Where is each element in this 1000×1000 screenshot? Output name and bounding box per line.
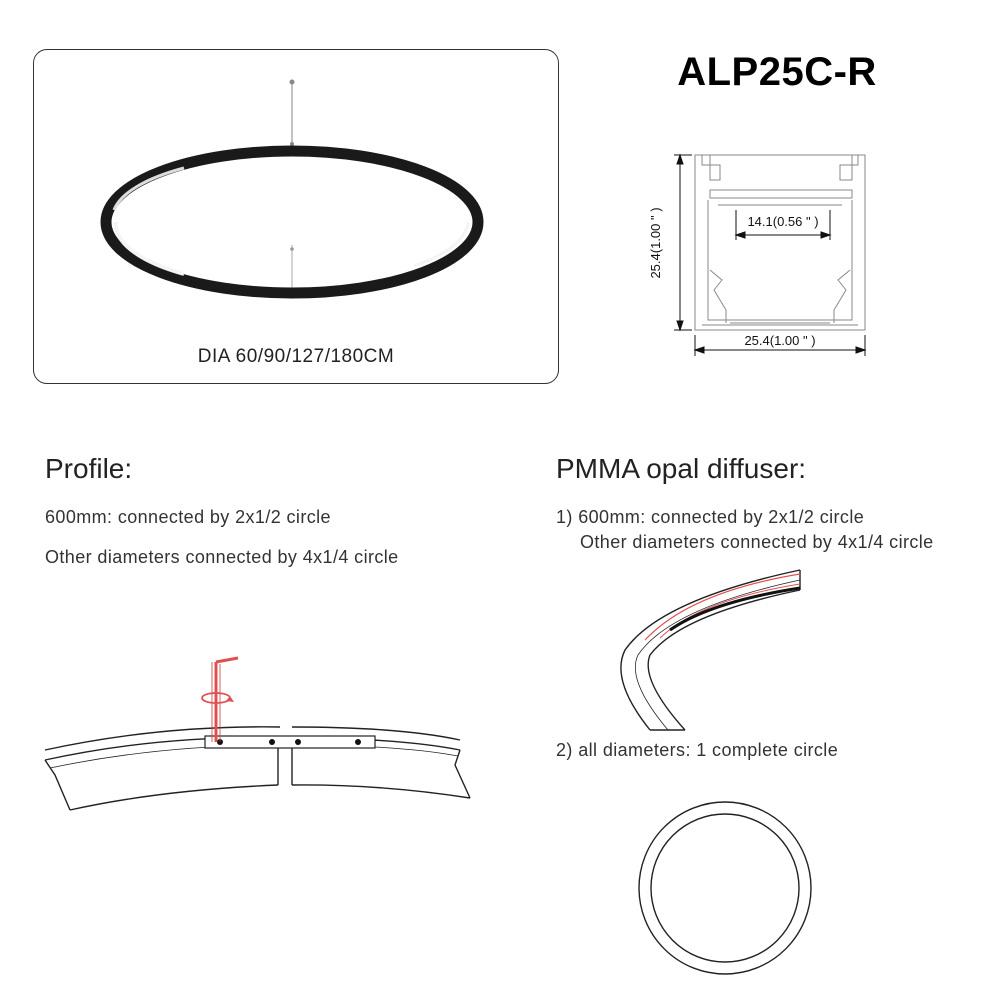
diffuser-heading: PMMA opal diffuser:: [556, 453, 807, 484]
diffuser-line-2: Other diameters connected by 4x1/4 circl…: [580, 532, 934, 552]
cable-gripper: [290, 142, 294, 146]
profile-line-2: Other diameters connected by 4x1/4 circl…: [45, 547, 399, 567]
profile-heading: Profile:: [45, 453, 133, 484]
diffuser-arc-highlight: [644, 573, 801, 641]
diameter-options-label: DIA 60/90/127/180CM: [197, 346, 395, 367]
diffuser-line-1: 1) 600mm: connected by 2x1/2 circle: [556, 507, 865, 527]
inner-width-dimension-label: 14.1(0.56 " ): [747, 214, 818, 229]
ring-body: [100, 145, 484, 299]
hex-key-icon: [211, 656, 239, 742]
rotate-arrow-icon: [201, 692, 234, 704]
diffuser-arc-illustration: [620, 569, 801, 731]
ring-diffuser-right: [413, 221, 470, 268]
diffuser-ring-illustration: [638, 801, 812, 975]
profile-cross-section: 25.4(1.00 " ) 14.1(0.56 " ) 25.4(1.00 " …: [648, 153, 867, 356]
ceiling-anchor: [289, 79, 295, 85]
profile-connection-illustration: [44, 656, 471, 811]
ring-diffuser-left: [113, 221, 185, 276]
ring-pendant-illustration: [100, 79, 484, 299]
diffuser-line-3: 2) all diameters: 1 complete circle: [556, 740, 839, 760]
height-dimension-label: 25.4(1.00 " ): [648, 207, 663, 278]
connector-plate: [204, 735, 376, 749]
product-illustration-panel: DIA 60/90/127/180CM: [33, 49, 559, 384]
product-title: ALP25C-R: [677, 50, 877, 94]
width-dimension-label: 25.4(1.00 " ): [744, 333, 815, 348]
profile-line-1: 600mm: connected by 2x1/2 circle: [45, 507, 331, 527]
